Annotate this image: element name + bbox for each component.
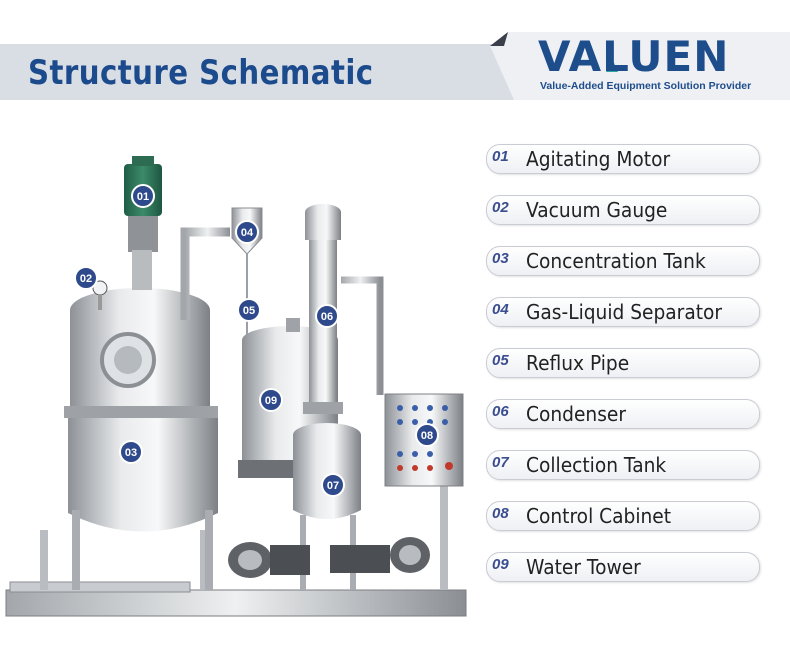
legend-label: Condenser [526,402,626,426]
legend-item: 05 Reflux Pipe [486,348,760,378]
legend-label: Concentration Tank [526,249,706,273]
legend-number: 07 [492,454,509,471]
legend-pill [486,348,760,378]
equipment-illustration: 01 02 03 04 05 06 07 08 09 [5,156,467,617]
svg-text:04: 04 [241,227,254,239]
svg-text:08: 08 [421,430,433,442]
legend-label: Collection Tank [526,453,667,477]
legend-pill [486,399,760,429]
legend-item: 09 Water Tower [486,552,760,582]
badge-08: 08 [415,423,439,447]
brand-logo: VALUEN Value-Added Equipment Solution Pr… [490,28,790,104]
svg-text:09: 09 [265,395,277,407]
badge-07: 07 [321,473,345,497]
svg-text:03: 03 [125,447,137,459]
legend-pill [486,195,760,225]
logo-tagline: Value-Added Equipment Solution Provider [540,80,752,92]
legend-pill [486,450,760,480]
legend-label: Water Tower [526,555,641,579]
legend-item: 02 Vacuum Gauge [486,195,760,225]
logo-wordmark: VALUEN [538,32,730,81]
legend-pill [486,246,760,276]
badge-01: 01 [131,184,155,208]
svg-text:06: 06 [321,311,333,323]
legend-number: 02 [492,199,509,216]
badge-06: 06 [315,304,339,328]
legend-label: Gas-Liquid Separator [526,300,723,324]
legend-number: 03 [492,250,509,267]
legend-number: 01 [492,148,509,165]
legend-pill [486,144,760,174]
legend-label: Reflux Pipe [526,351,630,375]
legend-item: 03 Concentration Tank [486,246,760,276]
legend-item: 07 Collection Tank [486,450,760,480]
legend-item: 01 Agitating Motor [486,144,760,174]
svg-text:01: 01 [137,191,149,203]
legend-item: 04 Gas-Liquid Separator [486,297,760,327]
badge-02: 02 [74,266,98,290]
legend-pill [486,552,760,582]
badge-09: 09 [259,388,283,412]
header-band [0,44,520,100]
legend-number: 08 [492,505,509,522]
legend-pill [486,501,760,531]
legend-number: 05 [492,352,509,369]
legend-label: Control Cabinet [526,504,672,528]
legend-label: Vacuum Gauge [526,198,668,222]
svg-text:05: 05 [243,305,255,317]
legend-item: 08 Control Cabinet [486,501,760,531]
svg-text:02: 02 [80,273,92,285]
badge-04: 04 [235,220,259,244]
legend-number: 09 [492,556,509,573]
legend-item: 06 Condenser [486,399,760,429]
badge-03: 03 [119,440,143,464]
legend-number: 06 [492,403,509,420]
badge-05: 05 [237,298,261,322]
page-title: Structure Schematic [28,53,374,93]
svg-text:07: 07 [327,480,339,492]
legend-number: 04 [492,301,509,318]
logo-background [490,32,790,100]
legend-label: Agitating Motor [526,147,671,171]
legend-pill [486,297,760,327]
